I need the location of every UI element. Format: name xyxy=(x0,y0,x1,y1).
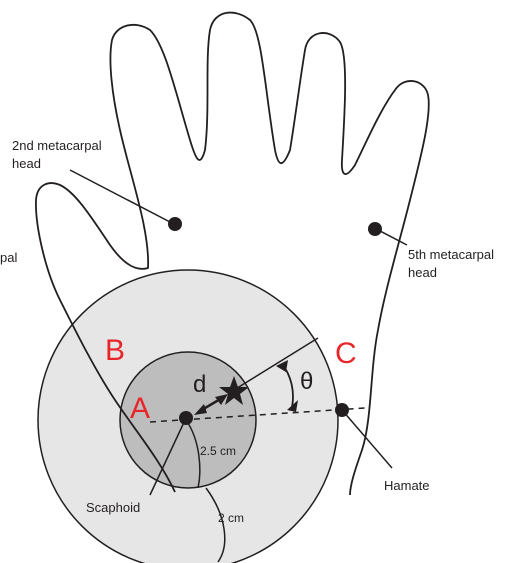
fifth-metacarpal-label-line1: 5th metacarpal xyxy=(408,247,494,262)
angle-symbol: θ xyxy=(300,368,313,395)
cut-off-label: pal xyxy=(0,250,17,265)
fifth-metacarpal-label-line2: head xyxy=(408,265,437,280)
second-metacarpal-label-line2: head xyxy=(12,156,41,171)
distance-symbol: d xyxy=(193,371,206,398)
hamate-leader xyxy=(342,410,392,468)
ring-width-label: 2 cm xyxy=(218,511,244,525)
fifth-metacarpal-leader xyxy=(380,231,407,245)
inner-radius-label: 2.5 cm xyxy=(200,444,236,458)
second-metacarpal-dot xyxy=(168,217,182,231)
zone-a-label: A xyxy=(130,392,150,425)
second-metacarpal-label-line1: 2nd metacarpal xyxy=(12,138,102,153)
second-metacarpal-leader xyxy=(70,170,170,222)
scaphoid-label: Scaphoid xyxy=(86,500,140,515)
hamate-label: Hamate xyxy=(384,478,430,493)
fifth-metacarpal-dot xyxy=(368,222,382,236)
zone-c-label: C xyxy=(335,337,357,370)
zone-b-label: B xyxy=(105,334,125,367)
